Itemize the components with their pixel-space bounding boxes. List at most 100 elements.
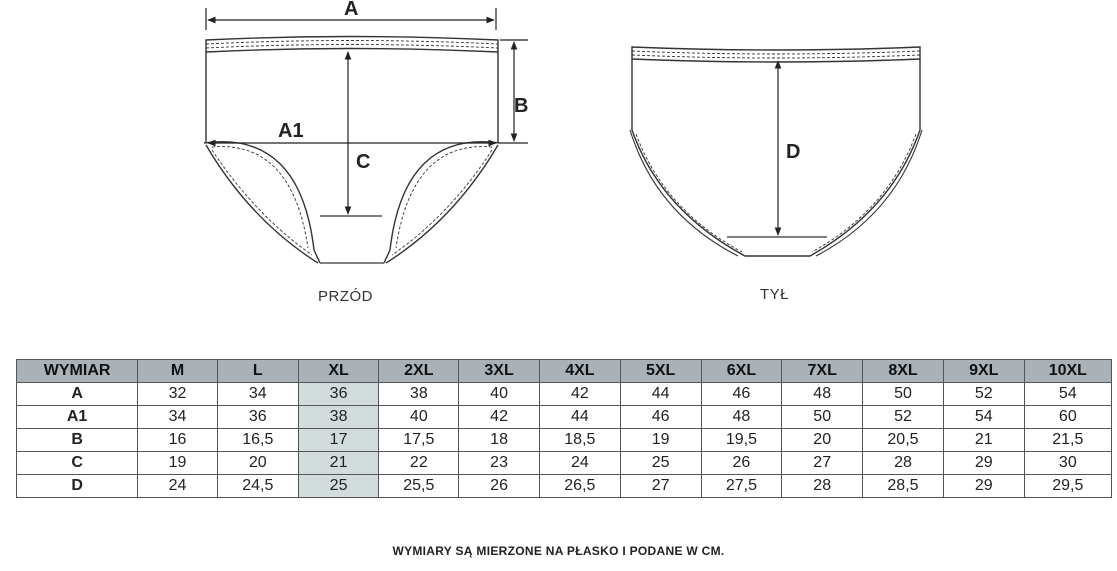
table-cell: 40: [458, 382, 540, 406]
table-cell: 36: [216, 405, 299, 429]
row-label: B: [15, 428, 139, 452]
back-caption: TYŁ: [760, 286, 790, 303]
table-cell: 24: [137, 474, 218, 498]
table-cell: 25: [619, 451, 702, 475]
table-cell: 60: [1023, 405, 1113, 429]
header-cell: 10XL: [1023, 359, 1113, 383]
label-a1: A1: [278, 120, 304, 142]
table-cell: 23: [458, 451, 540, 475]
front-gusset: [320, 215, 384, 264]
table-cell: 24: [538, 451, 621, 475]
table-cell: 32: [137, 382, 218, 406]
table-cell: 20: [781, 428, 864, 452]
table-cell: 20: [216, 451, 299, 475]
table-cell: 44: [538, 405, 621, 429]
table-cell: 29,5: [1023, 474, 1113, 498]
measurement-note: WYMIARY SĄ MIERZONE NA PŁASKO I PODANE W…: [392, 544, 725, 558]
back-body-outline: [631, 59, 921, 257]
table-cell: 34: [137, 405, 218, 429]
table-cell-highlighted: 25: [297, 474, 380, 498]
table-cell: 26: [458, 474, 540, 498]
header-cell: M: [137, 359, 218, 383]
front-caption: PRZÓD: [318, 288, 373, 305]
row-label: A: [15, 382, 139, 406]
table-row: D 24 24,5 25 25,5 26 26,5 27 27,5 28 28,…: [15, 474, 1113, 498]
label-d: D: [786, 141, 800, 163]
table-cell: 29: [942, 451, 1025, 475]
front-right-leg: [383, 141, 501, 264]
table-cell: 17,5: [378, 428, 460, 452]
table-cell: 46: [619, 405, 702, 429]
front-dimensions: [205, 8, 528, 215]
table-row: C 19 20 21 22 23 24 25 26 27 28 29 30: [15, 451, 1113, 475]
garment-diagram: A B A1 C D: [203, 0, 923, 264]
header-cell: 3XL: [458, 359, 540, 383]
table-cell: 27: [781, 451, 864, 475]
size-table: WYMIAR M L XL 2XL 3XL 4XL 5XL 6XL 7XL 8X…: [15, 359, 1113, 498]
table-cell: 22: [378, 451, 460, 475]
size-table-header-row: WYMIAR M L XL 2XL 3XL 4XL 5XL 6XL 7XL 8X…: [15, 359, 1113, 383]
table-cell: 46: [700, 382, 783, 406]
table-cell: 16,5: [216, 428, 299, 452]
table-cell: 24,5: [216, 474, 299, 498]
back-waistband: [631, 46, 921, 63]
table-cell: 28: [781, 474, 864, 498]
header-cell: 7XL: [781, 359, 864, 383]
table-cell: 44: [619, 382, 702, 406]
row-label: A1: [15, 405, 139, 429]
table-cell: 52: [942, 382, 1025, 406]
table-cell-highlighted: 21: [297, 451, 380, 475]
back-view: [629, 46, 923, 257]
table-cell: 18,5: [538, 428, 621, 452]
row-label: D: [15, 474, 139, 498]
header-cell: 9XL: [942, 359, 1025, 383]
table-cell-highlighted: 17: [297, 428, 380, 452]
table-cell: 20,5: [862, 428, 944, 452]
table-cell: 40: [378, 405, 460, 429]
table-cell: 28,5: [862, 474, 944, 498]
table-cell: 28: [862, 451, 944, 475]
table-cell: 16: [137, 428, 218, 452]
header-cell: 8XL: [862, 359, 944, 383]
label-a: A: [344, 0, 358, 20]
table-cell: 21,5: [1023, 428, 1113, 452]
front-view: [203, 35, 501, 264]
header-cell: L: [216, 359, 299, 383]
header-cell: 4XL: [538, 359, 621, 383]
header-cell: WYMIAR: [15, 359, 139, 383]
table-cell: 19: [137, 451, 218, 475]
table-cell: 34: [216, 382, 299, 406]
table-row: B 16 16,5 17 17,5 18 18,5 19 19,5 20 20,…: [15, 428, 1113, 452]
label-b: B: [514, 95, 528, 117]
front-left-leg: [203, 141, 321, 264]
table-cell: 38: [378, 382, 460, 406]
table-cell: 21: [942, 428, 1025, 452]
table-cell: 26,5: [538, 474, 621, 498]
table-cell: 29: [942, 474, 1025, 498]
table-cell-highlighted: 36: [297, 382, 380, 406]
header-cell: 2XL: [378, 359, 460, 383]
table-cell: 30: [1023, 451, 1113, 475]
row-label: C: [15, 451, 139, 475]
table-cell: 42: [538, 382, 621, 406]
table-cell: 19,5: [700, 428, 783, 452]
table-cell: 50: [862, 382, 944, 406]
table-cell: 18: [458, 428, 540, 452]
table-cell: 42: [458, 405, 540, 429]
table-cell: 48: [781, 382, 864, 406]
table-cell: 26: [700, 451, 783, 475]
table-cell: 50: [781, 405, 864, 429]
table-cell: 25,5: [378, 474, 460, 498]
header-cell: 6XL: [700, 359, 783, 383]
label-c: C: [356, 151, 370, 173]
table-row: A 32 34 36 38 40 42 44 46 48 50 52 54: [15, 382, 1113, 406]
table-cell: 27,5: [700, 474, 783, 498]
header-cell-highlighted: XL: [297, 359, 380, 383]
table-cell-highlighted: 38: [297, 405, 380, 429]
table-cell: 48: [700, 405, 783, 429]
table-cell: 54: [942, 405, 1025, 429]
table-cell: 27: [619, 474, 702, 498]
table-cell: 52: [862, 405, 944, 429]
table-row: A1 34 36 38 40 42 44 46 48 50 52 54 60: [15, 405, 1113, 429]
front-body-outline: [205, 52, 499, 142]
